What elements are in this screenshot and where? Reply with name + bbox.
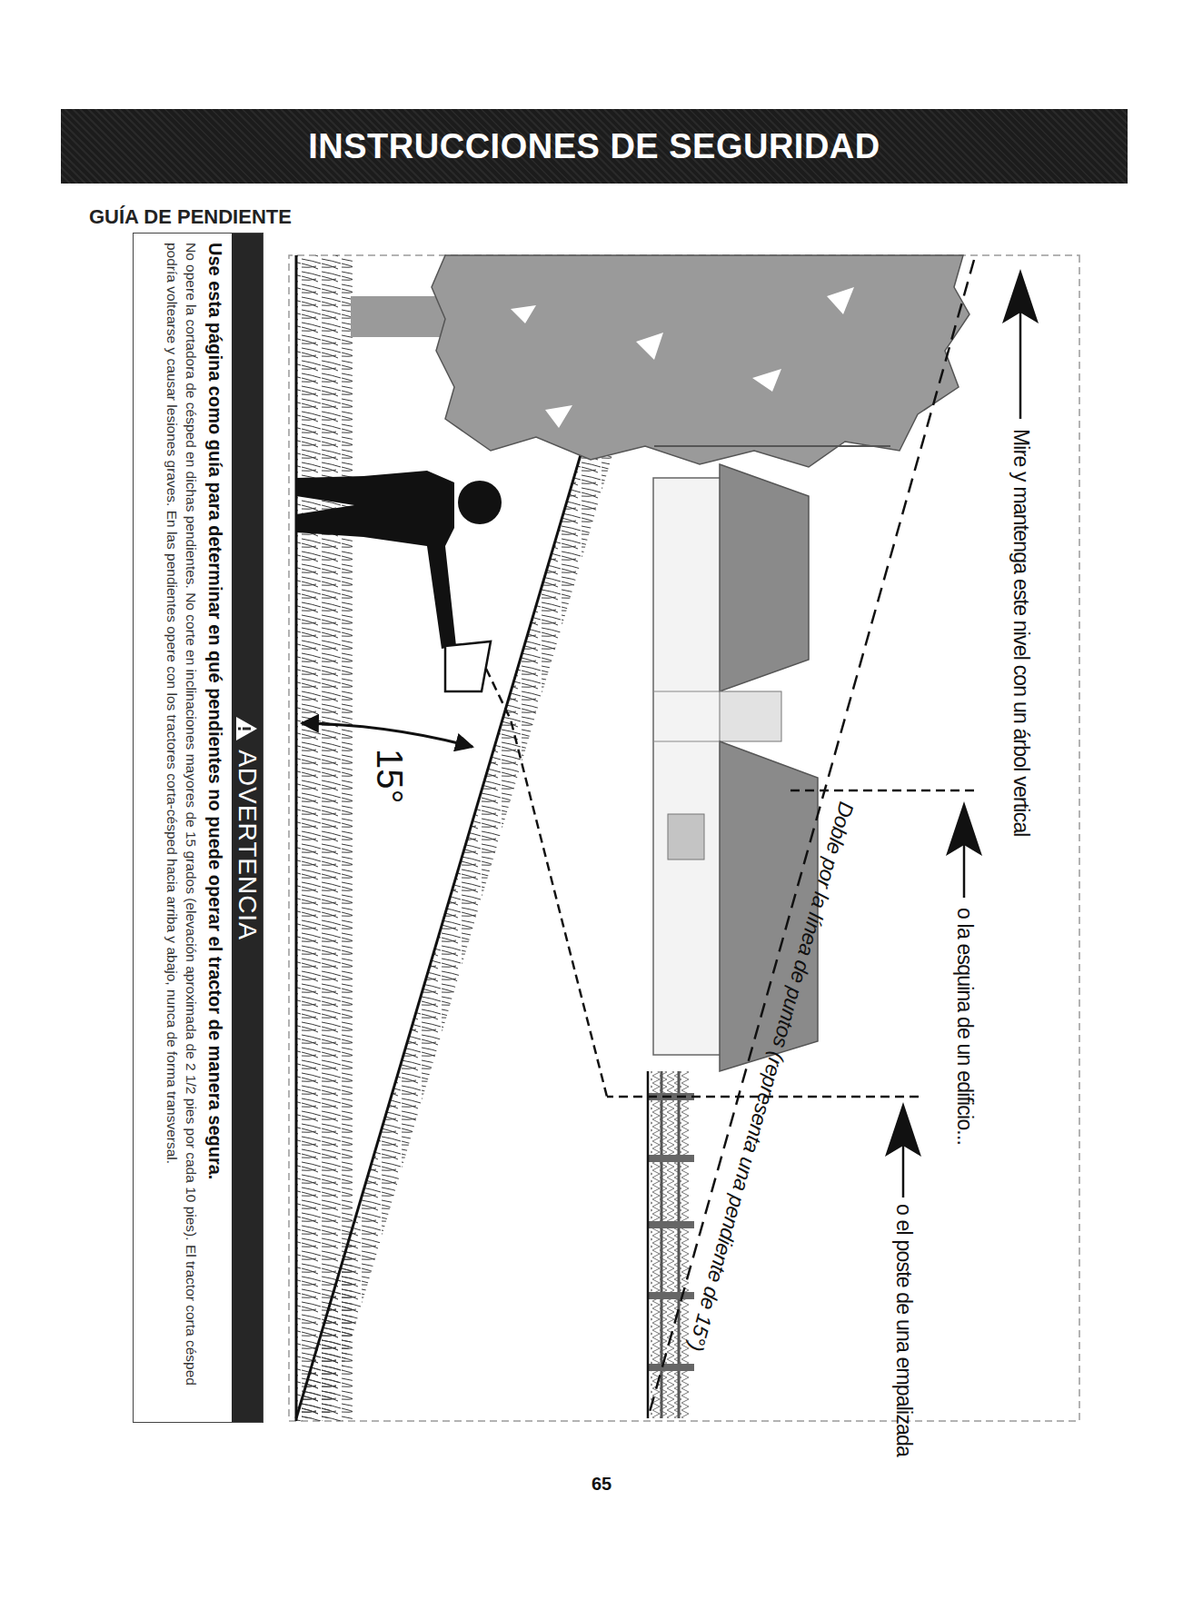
warning-symbol — [235, 715, 260, 743]
slope-illustration — [127, 232, 1082, 1423]
fence-post — [647, 1292, 695, 1300]
canopy-gap — [510, 287, 855, 428]
angle-arc — [301, 723, 473, 747]
pointer-head — [884, 1102, 922, 1157]
folded-page — [445, 641, 491, 692]
header-bar: INSTRUCCIONES DE SEGURIDAD — [60, 109, 1128, 184]
warning-body: No opere la cortadora de césped en dicha… — [157, 233, 203, 1422]
house-wall-line — [653, 741, 720, 743]
tree-canopy — [431, 255, 970, 468]
house-wall-line — [653, 691, 720, 693]
warning-lead: Use esta página como guía para determina… — [202, 233, 232, 1422]
slope-grass — [296, 433, 619, 1419]
fence-post — [647, 1363, 695, 1372]
fence-post — [647, 1221, 695, 1229]
pointer-head — [945, 801, 983, 856]
pointer-line — [902, 1141, 905, 1198]
warning-band: ADVERTENCIA — [231, 233, 263, 1422]
rotated-panel: Mire y mantenga este nivel con un árbol … — [127, 232, 1082, 1423]
instruction-callout: Mire y mantenga este nivel con un árbol … — [1006, 428, 1036, 837]
ground-grass — [296, 255, 353, 1422]
warning-dot — [238, 727, 242, 731]
angle-label: 15° — [368, 748, 411, 805]
house-window — [667, 814, 705, 860]
pointer-line — [963, 841, 966, 898]
sight-line — [486, 668, 607, 1097]
house-gable — [719, 691, 782, 742]
house-wall — [653, 477, 723, 1055]
cut-border — [288, 255, 1080, 1422]
section-heading: GUÍA DE PENDIENTE — [89, 205, 292, 229]
fence-post — [647, 1154, 695, 1163]
page-number: 65 — [591, 1473, 612, 1495]
person-silhouette — [296, 470, 457, 649]
warning-triangle — [237, 716, 259, 741]
tree-vertical-edge — [654, 445, 891, 448]
house-roof — [719, 741, 818, 1072]
pointer-line — [1019, 309, 1023, 419]
instruction-callout: o el poste de una empalizada — [889, 1203, 919, 1457]
instruction-callout: o la esquina de un edificio... — [950, 907, 980, 1145]
level-line — [790, 789, 975, 793]
house-roof — [719, 464, 809, 692]
person-head — [457, 480, 502, 525]
slope-line — [296, 433, 587, 1419]
pointer-head — [1002, 268, 1039, 324]
fence-ground — [646, 1071, 650, 1419]
page-title: INSTRUCCIONES DE SEGURIDAD — [308, 127, 881, 167]
warning-heading: ADVERTENCIA — [232, 749, 262, 941]
warning-box: ADVERTENCIAUse esta página como guía par… — [132, 232, 264, 1423]
ground-line — [295, 255, 299, 1422]
fold-line — [647, 259, 975, 1419]
warning-mark — [243, 727, 252, 731]
